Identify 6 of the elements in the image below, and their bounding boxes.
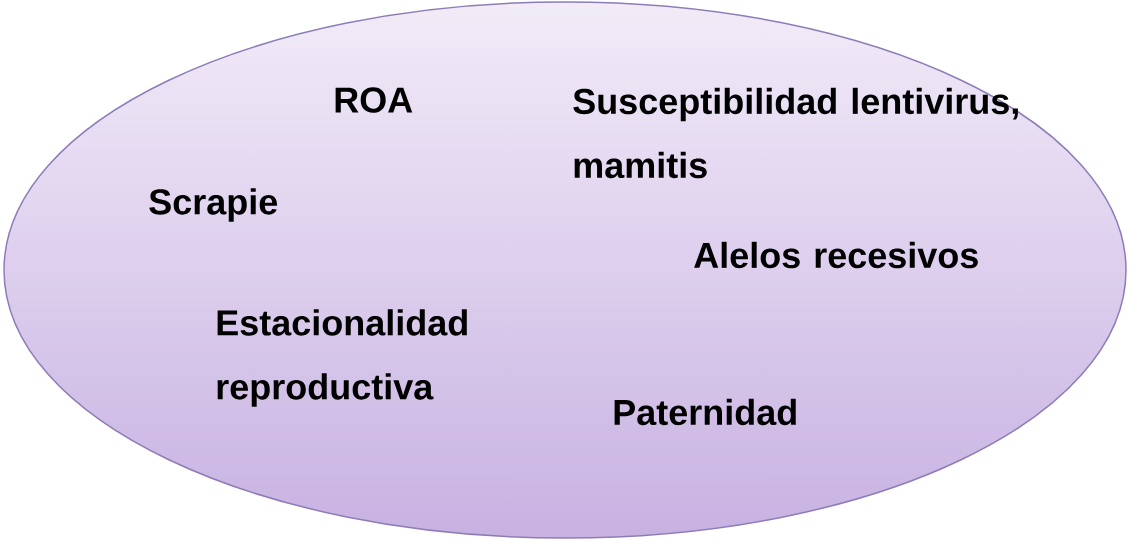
- topic-text: Scrapie: [149, 188, 278, 222]
- topic-text: Susceptibilidad lentivirus, mamitis: [573, 87, 1018, 179]
- topic-text: Paternidad: [614, 398, 796, 426]
- topic-text: Estacionalidad reproductiva: [217, 309, 467, 407]
- topic-text: ROA: [335, 87, 413, 113]
- topic-text: Alelos recesivos: [694, 241, 978, 269]
